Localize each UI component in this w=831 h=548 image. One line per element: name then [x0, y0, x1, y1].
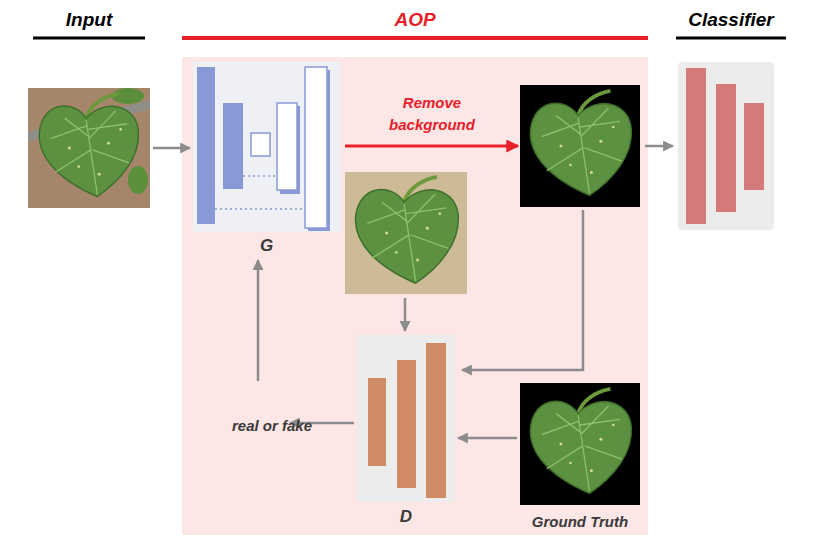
network-layer [251, 133, 270, 156]
network-layer [744, 103, 764, 190]
ground-truth-image: Ground Truth [520, 383, 640, 532]
flow-arrow [645, 145, 673, 148]
network-layer [197, 67, 215, 224]
region-panel [182, 57, 648, 535]
photo-ground [28, 88, 150, 208]
heading-rule [33, 37, 145, 40]
annotation-label: Remove background [382, 92, 482, 136]
photo-leaf [112, 88, 144, 104]
photo-ground [345, 172, 467, 294]
leaf-photo [530, 91, 631, 195]
network-layer [277, 103, 297, 190]
network-layer [368, 378, 386, 466]
node-text: real or fake [232, 412, 284, 440]
network-layer [686, 68, 706, 224]
network-panel [357, 335, 455, 502]
node-text: Ground Truth [532, 512, 628, 532]
network-panel [678, 62, 774, 230]
network-layer [397, 360, 416, 488]
node-text: G [260, 235, 273, 257]
skip-connection [215, 208, 305, 210]
leaf-photo [39, 94, 138, 197]
node-text: Input [66, 8, 112, 32]
leaf-photo [355, 177, 458, 283]
input-image: Input [28, 8, 150, 208]
skip-connection [243, 175, 277, 177]
flow-arrow [458, 437, 517, 440]
flow-arrow [345, 145, 518, 148]
node-text: D [400, 506, 412, 528]
network-layer [426, 343, 446, 498]
heading-rule [676, 37, 786, 40]
network-layer [716, 84, 736, 212]
flow-arrow [462, 210, 583, 370]
output-verdict: real or fake [229, 384, 287, 468]
node-text: Classifier [688, 8, 774, 32]
flow-arrow [290, 422, 354, 425]
heading-rule [182, 36, 648, 40]
node-text: AOP [394, 8, 435, 32]
aop-region: AOP Greal or fakeD Ground Truth [182, 8, 648, 535]
flow-arrow [257, 260, 260, 381]
network-layer [223, 103, 243, 189]
network-panel [193, 62, 340, 232]
discriminator-box: D [357, 335, 455, 528]
flow-arrow [404, 298, 407, 331]
photo-ground [520, 383, 640, 505]
photo-ground [520, 85, 640, 207]
network-layer [305, 67, 327, 228]
flow-arrow [153, 147, 190, 150]
classifier-box: Classifier [676, 8, 786, 230]
photo-leaf [128, 166, 148, 194]
generator-box: G [193, 62, 340, 257]
leaf-photo [530, 389, 631, 494]
